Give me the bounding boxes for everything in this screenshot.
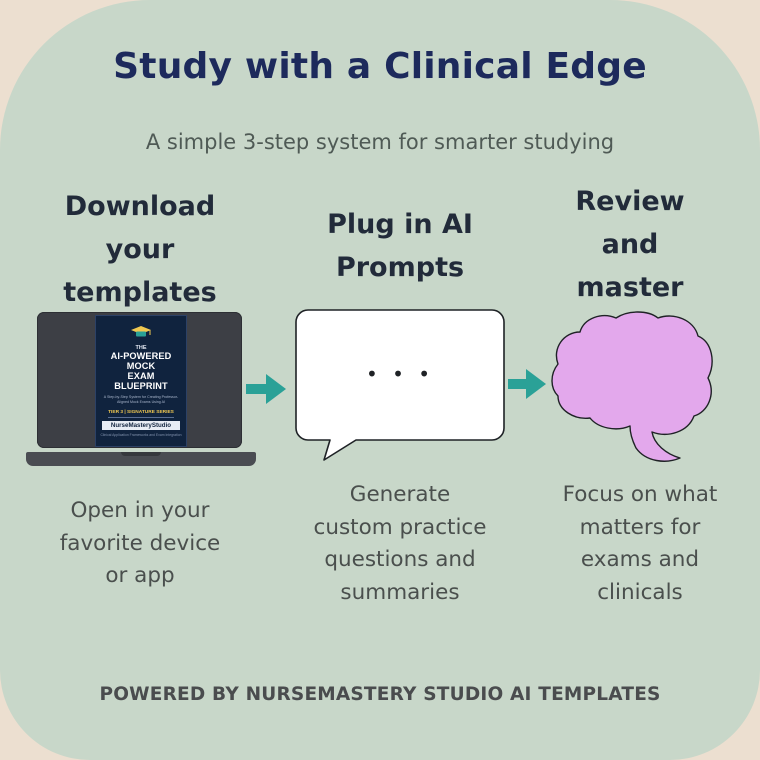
laptop-base: [26, 452, 256, 466]
step-1-description-line: Open in your: [70, 498, 210, 523]
cover-footnote: Clinical Application Frameworks and Exam…: [100, 433, 182, 437]
step-3-description: Focus on what matters for exams and clin…: [530, 479, 750, 609]
step-1-description-line: or app: [105, 563, 175, 588]
step-1-title-line: your: [105, 234, 175, 265]
cover-title-line: AI-POWERED: [110, 351, 172, 361]
cover-the: THE: [135, 345, 147, 351]
step-2-description-line: summaries: [340, 579, 460, 605]
step-3-title-line: master: [576, 272, 684, 303]
cover-title-line: MOCK: [126, 361, 156, 371]
cover-divider: [108, 417, 174, 418]
step-2-title: Plug in AI Prompts: [300, 203, 500, 289]
footer-text: POWERED BY NURSEMASTERY STUDIO AI TEMPLA…: [99, 684, 661, 705]
step-1-title-line: templates: [63, 277, 217, 308]
cover-title-line: EXAM: [127, 371, 155, 381]
step-1-description: Open in your favorite device or app: [30, 495, 250, 593]
cover-tagline: A Step-by-Step System for Creating Profe…: [103, 395, 179, 404]
brain-icon: [548, 308, 716, 468]
step-3-title-line: and: [601, 229, 659, 260]
arrow-right-icon: [508, 368, 548, 400]
cover-brand: NurseMasteryStudio: [102, 421, 180, 430]
typing-dots: • • •: [365, 362, 435, 386]
step-2-title-line: Plug in AI: [327, 209, 473, 240]
step-2-description-line: Generate: [349, 482, 451, 507]
cover-title-line: BLUEPRINT: [114, 381, 168, 391]
step-1-title: Download your templates: [40, 185, 240, 314]
chat-bubble-icon: [294, 308, 506, 466]
step-2-description-line: custom practice: [313, 514, 487, 540]
ebook-cover: THE AI-POWERED MOCK EXAM BLUEPRINT A Ste…: [95, 315, 187, 447]
step-3-description-line: Focus on what: [562, 482, 718, 507]
step-3-title-line: Review: [575, 186, 685, 217]
step-3-description-line: exams and: [580, 547, 700, 572]
step-2-description: Generate custom practice questions and s…: [285, 479, 515, 609]
step-2-description-line: questions and: [324, 547, 476, 572]
step-1-description-line: favorite device: [59, 530, 221, 556]
step-2-title-line: Prompts: [335, 252, 465, 283]
cover-tier: TIER 3 | SIGNATURE SERIES: [108, 410, 174, 415]
laptop-icon: THE AI-POWERED MOCK EXAM BLUEPRINT A Ste…: [26, 312, 256, 466]
step-3-description-line: clinicals: [597, 579, 683, 605]
step-3-description-line: matters for: [579, 514, 701, 540]
page-subtitle: A simple 3-step system for smarter study…: [145, 130, 615, 154]
arrow-right-icon: [246, 372, 288, 406]
page-title: Study with a Clinical Edge: [113, 46, 647, 87]
step-3-title: Review and master: [540, 180, 720, 309]
graduation-cap-icon: [131, 326, 151, 337]
step-1-title-line: Download: [64, 191, 216, 222]
